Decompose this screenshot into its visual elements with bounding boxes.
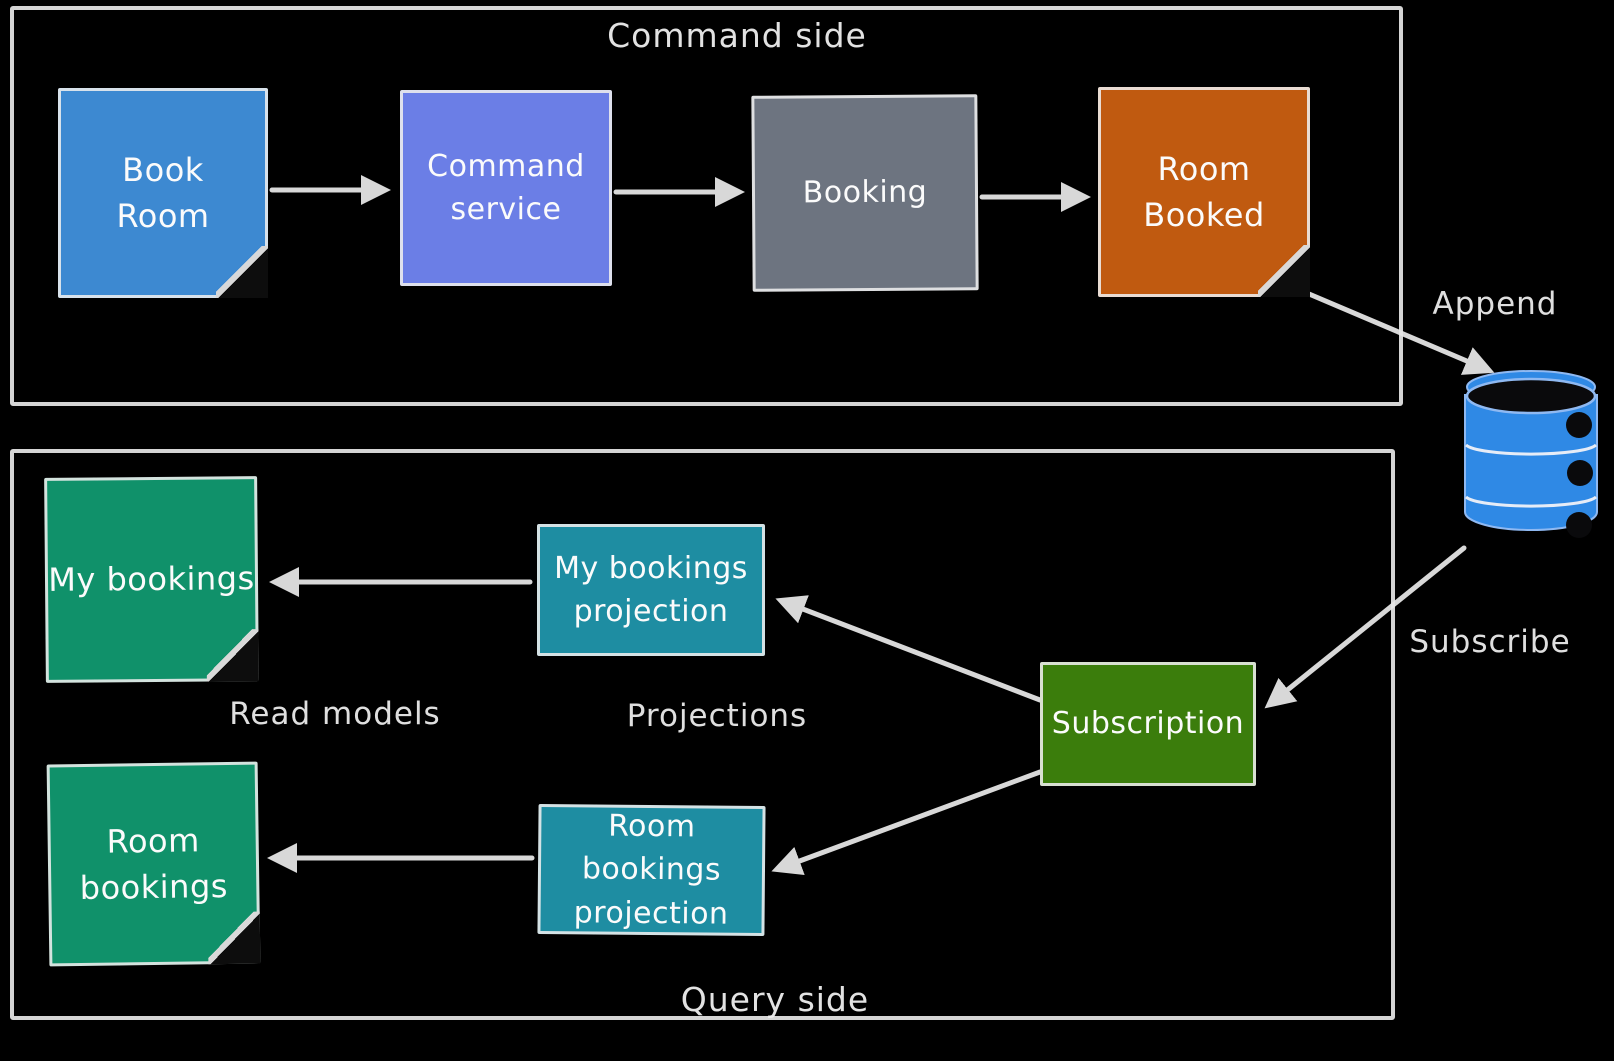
node-subscription: Subscription [1040, 662, 1256, 786]
room-bookings-label: Room bookings [79, 820, 229, 908]
command-service-label: Command service [427, 148, 585, 228]
node-command-service: Command service [400, 90, 612, 286]
my-bookings-projection-label: My bookings projection [554, 550, 748, 630]
room-booked-label: Room Booked [1143, 149, 1265, 234]
sticky-folded-corner-icon [1258, 245, 1310, 297]
node-booking: Booking [751, 94, 979, 292]
read-models-label: Read models [229, 696, 441, 732]
room-bookings-projection-label: Room bookings projection [573, 808, 729, 932]
node-room-booked: Room Booked [1098, 87, 1310, 297]
projections-label: Projections [626, 698, 808, 734]
subscribe-edge-label: Subscribe [1409, 624, 1571, 660]
command-side-title: Command side [607, 16, 867, 55]
command-side-container [10, 6, 1403, 406]
node-my-bookings: My bookings [44, 476, 259, 683]
query-side-container [10, 449, 1395, 1020]
booking-label: Booking [802, 174, 928, 211]
database-top-opening [1465, 377, 1597, 415]
append-edge-label: Append [1432, 286, 1558, 322]
node-room-bookings-projection: Room bookings projection [537, 804, 766, 936]
node-book-room: Book Room [58, 88, 268, 298]
event-store-database-icon [1460, 360, 1602, 550]
subscription-label: Subscription [1051, 706, 1245, 742]
sticky-folded-corner-icon [216, 246, 268, 298]
sticky-folded-corner-icon [207, 911, 261, 965]
sticky-folded-corner-icon [206, 629, 259, 682]
node-room-bookings: Room bookings [46, 761, 261, 967]
my-bookings-label: My bookings [48, 559, 255, 600]
query-side-title: Query side [680, 980, 870, 1019]
book-room-label: Book Room [116, 150, 210, 235]
node-my-bookings-projection: My bookings projection [537, 524, 765, 656]
